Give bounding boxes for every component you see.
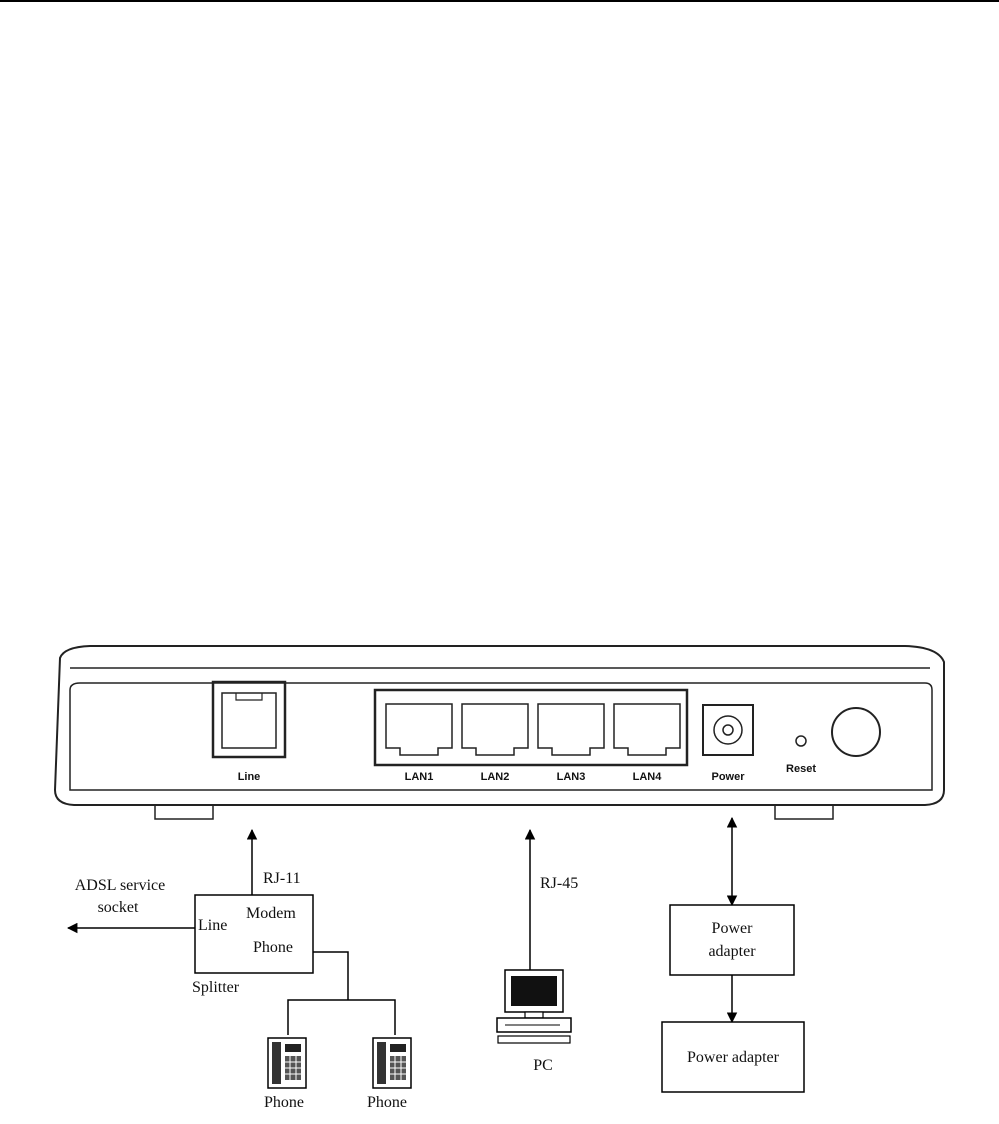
- rj11-label: RJ-11: [263, 870, 301, 887]
- adsl-label-line1: ADSL service: [75, 877, 166, 894]
- power-adapter-box-1: [669, 904, 795, 976]
- rj45-label: RJ-45: [540, 875, 578, 892]
- adsl-label-line2: socket: [98, 899, 139, 916]
- phone-icon: [267, 1037, 307, 1089]
- power-adapter-1-line1: Power: [712, 920, 754, 937]
- lan4-port-label: LAN4: [633, 771, 663, 783]
- splitter-modem-label: Modem: [246, 905, 296, 922]
- router: [53, 645, 945, 820]
- splitter-line-label: Line: [198, 917, 227, 934]
- top-rule: [0, 0, 999, 2]
- lan1-port-label: LAN1: [405, 771, 434, 783]
- pc-label: PC: [533, 1057, 553, 1074]
- pc-icon: [496, 969, 572, 1044]
- lan3-port-label: LAN3: [557, 771, 586, 783]
- reset-label: Reset: [786, 763, 816, 775]
- splitter-name-label: Splitter: [192, 979, 240, 996]
- power-adapter-1-line2: adapter: [708, 943, 756, 960]
- splitter-phone-label: Phone: [253, 939, 293, 956]
- phone-2-label: Phone: [367, 1094, 407, 1111]
- lan2-port-label: LAN2: [481, 771, 510, 783]
- line-port-label: Line: [238, 771, 261, 783]
- power-adapter-box-2: [661, 1021, 805, 1093]
- splitter-wiring: [66, 828, 396, 1035]
- phone-icon: [372, 1037, 412, 1089]
- phone-1-label: Phone: [264, 1094, 304, 1111]
- power-port-label: Power: [711, 771, 745, 783]
- splitter-box: [194, 894, 314, 974]
- power-adapter-2-label: Power adapter: [687, 1049, 780, 1066]
